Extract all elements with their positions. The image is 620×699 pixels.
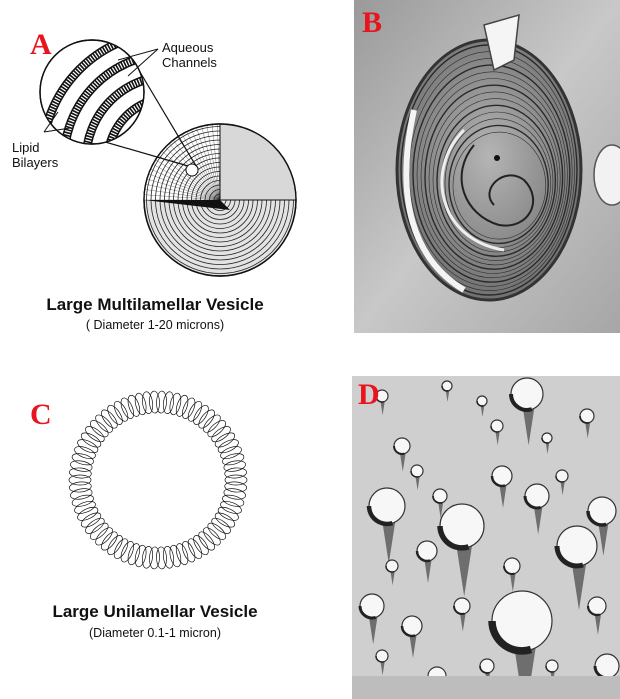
aqueous-label-line2: Channels [162, 55, 217, 70]
panel-a-title: Large Multilamellar Vesicle [0, 295, 310, 315]
panel-a: A Aqueous Channels Lipid Bilayers Large … [0, 0, 330, 345]
mlv-micrograph [354, 0, 620, 333]
panel-b: B [354, 0, 620, 333]
luv-micrograph [352, 376, 620, 699]
panel-a-subtitle: ( Diameter 1-20 microns) [0, 318, 310, 332]
panel-d-letter: D [358, 378, 380, 412]
panel-d: D [352, 376, 620, 699]
panel-c-letter: C [30, 398, 52, 432]
panel-c: C Large Unilamellar Vesicle (Diameter 0.… [0, 370, 330, 670]
lipid-label-line1: Lipid [12, 140, 58, 155]
panel-a-letter: A [30, 28, 52, 62]
aqueous-label-line1: Aqueous [162, 40, 217, 55]
vesicle-sphere [144, 124, 296, 276]
panel-b-letter: B [362, 6, 382, 40]
lipid-label-line2: Bilayers [12, 155, 58, 170]
lipid-bilayers-label: Lipid Bilayers [12, 140, 58, 170]
panel-c-subtitle: (Diameter 0.1-1 micron) [0, 626, 310, 640]
panel-c-title: Large Unilamellar Vesicle [0, 602, 310, 622]
aqueous-channels-label: Aqueous Channels [162, 40, 217, 70]
